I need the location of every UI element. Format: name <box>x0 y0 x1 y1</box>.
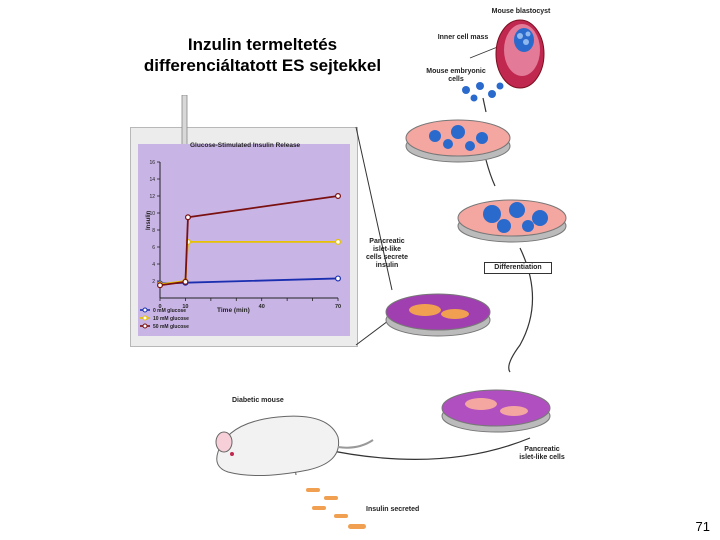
connector-line-top <box>355 126 393 291</box>
series-3-point <box>184 214 191 221</box>
label-mouse-blastocyst: Mouse blastocyst <box>491 8 551 15</box>
label-islet-cells-line-1: Pancreatic <box>524 446 560 453</box>
label-islet-cells-line-2: islet-like cells <box>519 454 565 461</box>
x-tick-label: 0 <box>158 304 161 310</box>
y-tick-label: 16 <box>149 160 155 166</box>
label-differentiation: Differentiation <box>484 262 552 274</box>
arrow-dish1-to-dish2 <box>485 159 496 187</box>
inner-mass-pointer <box>469 45 501 59</box>
series-3-point <box>335 192 342 199</box>
label-mouse-embryonic-cells: Mouse embryonic cells <box>418 68 494 84</box>
arrow-dish2-to-dish4 <box>508 247 533 373</box>
legend-label-3: 50 mM glucose <box>153 324 189 330</box>
label-pancreatic-secrete-insulin: Pancreatic islet-like cells secrete insu… <box>362 238 412 270</box>
y-tick-label: 14 <box>149 177 155 183</box>
label-pancreatic-secrete-line-1: Pancreatic <box>369 238 405 245</box>
y-tick-label: 2 <box>152 279 155 285</box>
legend-marker-3 <box>142 323 148 329</box>
page-number: 71 <box>695 519 710 534</box>
chart-plot-background <box>138 144 350 336</box>
slide-title-line-2: differenciáltatott ES sejtekkel <box>143 56 382 75</box>
slide-title: Inzulin termeltetés differenciáltatott E… <box>120 34 405 76</box>
x-tick-label: 10 <box>182 304 188 310</box>
chart-xlabel: Time (min) <box>217 307 250 314</box>
petri-dish-2 <box>457 199 567 243</box>
embryonic-cells-illustration <box>462 82 504 102</box>
x-tick-label: 40 <box>259 304 265 310</box>
label-mouse-embryonic-cells-line-2: cells <box>448 76 464 83</box>
series-3-point <box>182 278 189 285</box>
chart-legend: 0 mM glucose 10 mM glucose 50 mM glucose <box>140 307 189 330</box>
petri-dish-3 <box>385 293 491 337</box>
label-pancreatic-secrete-line-3: cells secrete <box>365 254 409 261</box>
label-mouse-embryonic-cells-line-1: Mouse embryonic <box>426 68 486 75</box>
insulin-release-chart: Glucose-Stimulated Insulin Release 2 4 6 8 1… <box>138 142 350 336</box>
petri-dish-4 <box>441 389 551 433</box>
y-tick-label: 10 <box>149 211 155 217</box>
chart-title: Glucose-Stimulated Insulin Release <box>190 142 301 149</box>
series-2-point <box>335 238 342 245</box>
y-tick-label: 12 <box>149 194 155 200</box>
diabetic-mouse-illustration <box>215 415 374 529</box>
legend-marker-1 <box>142 307 148 313</box>
slide-title-line-1: Inzulin termeltetés <box>187 35 338 54</box>
y-tick-label: 6 <box>152 245 155 251</box>
legend-marker-2 <box>142 315 148 321</box>
x-tick-label: 70 <box>335 304 341 310</box>
label-inner-cell-mass: Inner cell mass <box>437 34 489 41</box>
label-insulin-secreted: Insulin secreted <box>366 506 420 513</box>
label-diabetic-mouse: Diabetic mouse <box>232 397 284 404</box>
label-pancreatic-secrete-line-2: islet-like <box>372 246 401 253</box>
petri-dish-1 <box>405 119 511 163</box>
arrow-embryonic-to-dish1 <box>482 97 487 113</box>
chart-ylabel: Insulin <box>146 210 152 230</box>
legend-label-1: 0 mM glucose <box>153 308 186 314</box>
label-pancreatic-islet-cells: Pancreatic islet-like cells <box>512 446 572 462</box>
connector-line-bottom <box>355 317 393 346</box>
label-pancreatic-secrete-line-4: insulin <box>375 262 399 269</box>
y-tick-label: 4 <box>152 262 155 268</box>
series-1-point <box>335 275 342 282</box>
y-tick-label: 8 <box>152 228 155 234</box>
series-3-point <box>157 282 164 289</box>
blastocyst-illustration <box>495 19 545 89</box>
series-line-3 <box>159 195 339 287</box>
arrow-dish4-to-mouse <box>317 437 531 460</box>
legend-label-2: 10 mM glucose <box>153 316 189 322</box>
